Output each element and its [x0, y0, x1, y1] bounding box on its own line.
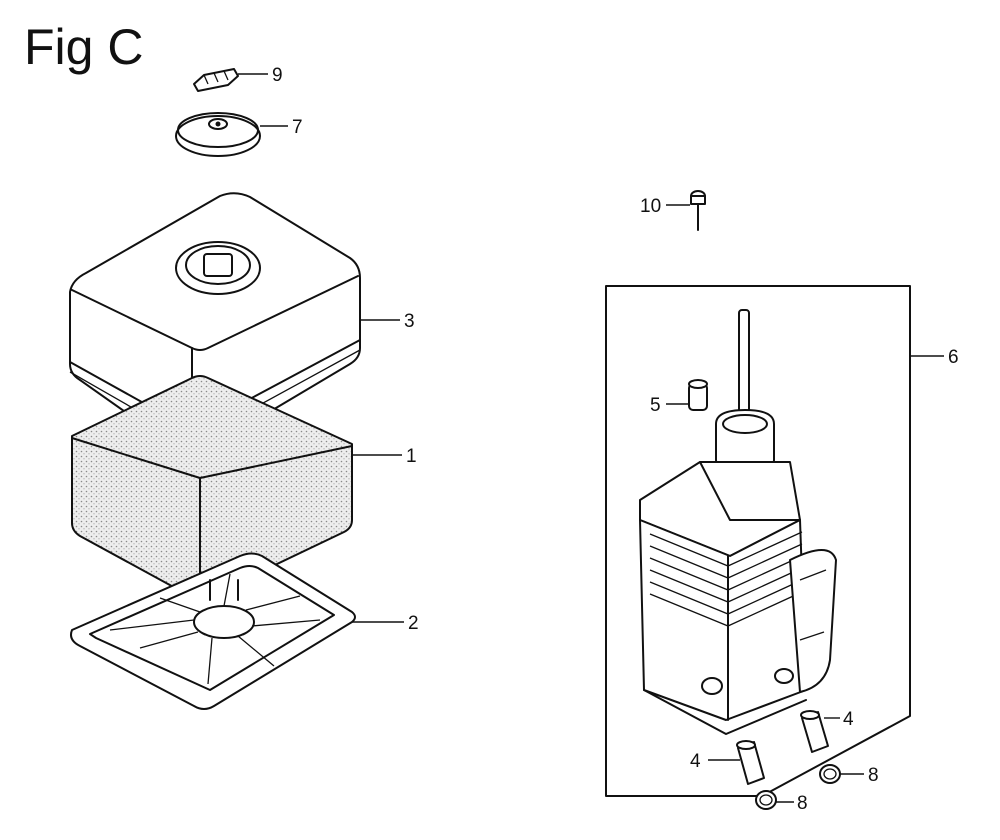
part-4-dowel-lower — [708, 740, 765, 785]
part-2-element-grid — [70, 552, 404, 710]
callout-5: 5 — [650, 395, 661, 416]
part-6-assembly-frame — [605, 285, 944, 797]
part-5-collar — [666, 379, 708, 411]
part-10-bolt — [666, 190, 706, 231]
callout-3: 3 — [404, 311, 415, 332]
part-8-o-ring-right — [819, 764, 864, 784]
part-9-wing-nut — [193, 68, 268, 92]
callout-8-right: 8 — [868, 765, 879, 786]
part-7-seal-washer — [175, 112, 288, 157]
callout-2: 2 — [408, 613, 419, 634]
callout-9: 9 — [272, 65, 283, 86]
callout-4-lower: 4 — [690, 751, 701, 772]
callout-7: 7 — [292, 117, 303, 138]
part-8-o-ring-lower — [755, 790, 794, 810]
elbow-housing — [639, 309, 837, 735]
figure-title: Fig C — [24, 19, 143, 75]
callout-8-lower: 8 — [797, 793, 808, 814]
callout-6: 6 — [948, 347, 959, 368]
callout-10: 10 — [640, 196, 661, 217]
part-4-dowel-right — [800, 710, 840, 753]
callout-4-right: 4 — [843, 709, 854, 730]
callout-1: 1 — [406, 446, 417, 467]
